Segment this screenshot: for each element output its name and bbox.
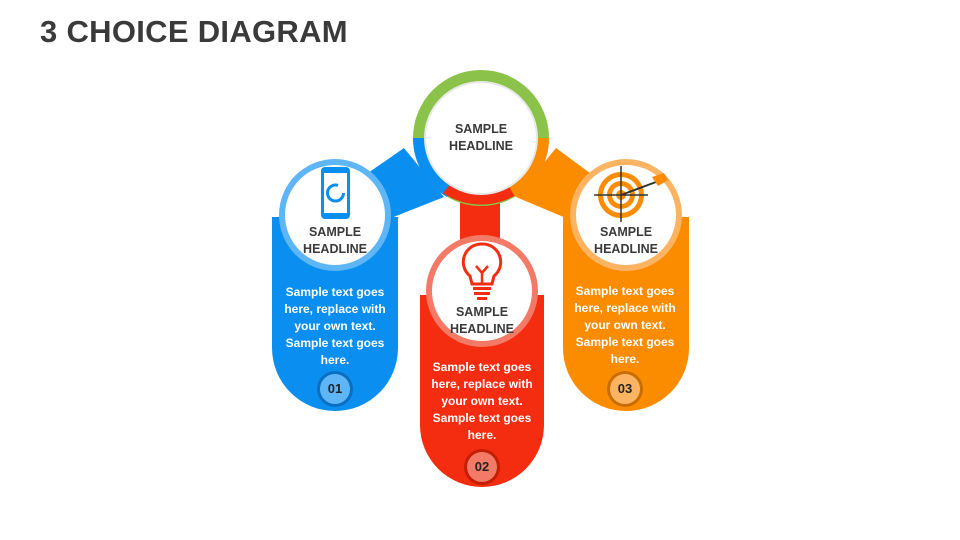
- target-icon: [594, 166, 668, 222]
- card-blue: [272, 217, 398, 411]
- choice-3-number: 03: [617, 381, 633, 396]
- choice-1-headline: SAMPLE HEADLINE: [303, 225, 367, 256]
- choice-2-headline: SAMPLE HEADLINE: [450, 305, 514, 336]
- choice-3-text: Sample text goes here, replace with your…: [574, 284, 676, 366]
- card-red: [420, 295, 544, 487]
- center-circle: [424, 81, 538, 195]
- phone-icon: [321, 167, 350, 219]
- choice-3-headline: SAMPLE HEADLINE: [594, 225, 658, 256]
- lightbulb-icon: [461, 242, 503, 300]
- choice-1-number: 01: [327, 381, 343, 396]
- badge-01: [320, 374, 350, 404]
- page-title: 3 CHOICE DIAGRAM: [40, 14, 348, 49]
- center-headline: SAMPLE HEADLINE: [449, 122, 513, 153]
- choice-2-text: Sample text goes here, replace with your…: [431, 360, 533, 442]
- badge-02: [467, 452, 497, 482]
- card-orange: [563, 217, 689, 411]
- choice-1-text: Sample text goes here, replace with your…: [284, 285, 386, 367]
- choice-2-number: 02: [474, 459, 490, 474]
- badge-03: [610, 374, 640, 404]
- circle-red: [432, 241, 532, 341]
